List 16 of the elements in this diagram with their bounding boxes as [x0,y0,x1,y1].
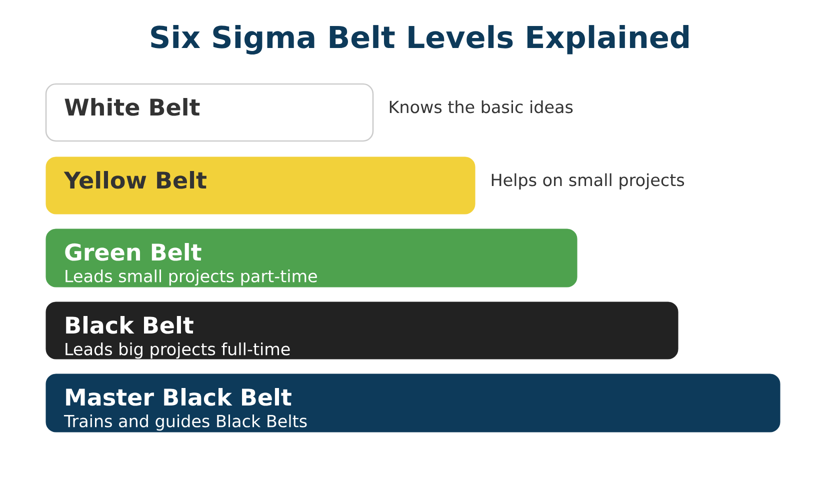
level-bar [46,302,678,360]
level-bar [46,374,780,432]
title: Six Sigma Belt Levels Explained [151,25,688,55]
level-bar [46,156,476,214]
level-bar [46,228,578,288]
bar-description: Leads small projects part-time [66,269,317,286]
bar-heading: Green Belt [65,243,202,261]
side-note: Knows the basic ideas [390,100,573,114]
bar-description: Trains and guides Black Belts [64,414,307,431]
side-note: Helps on small projects [492,173,684,190]
bar-heading: Yellow Belt [64,171,206,189]
bar-description: Leads big projects full-time [66,342,290,359]
bar-heading: White Belt [64,98,200,116]
bar-heading: Black Belt [66,316,194,334]
bar-heading: Master Black Belt [66,388,292,406]
level-bar [45,83,374,142]
